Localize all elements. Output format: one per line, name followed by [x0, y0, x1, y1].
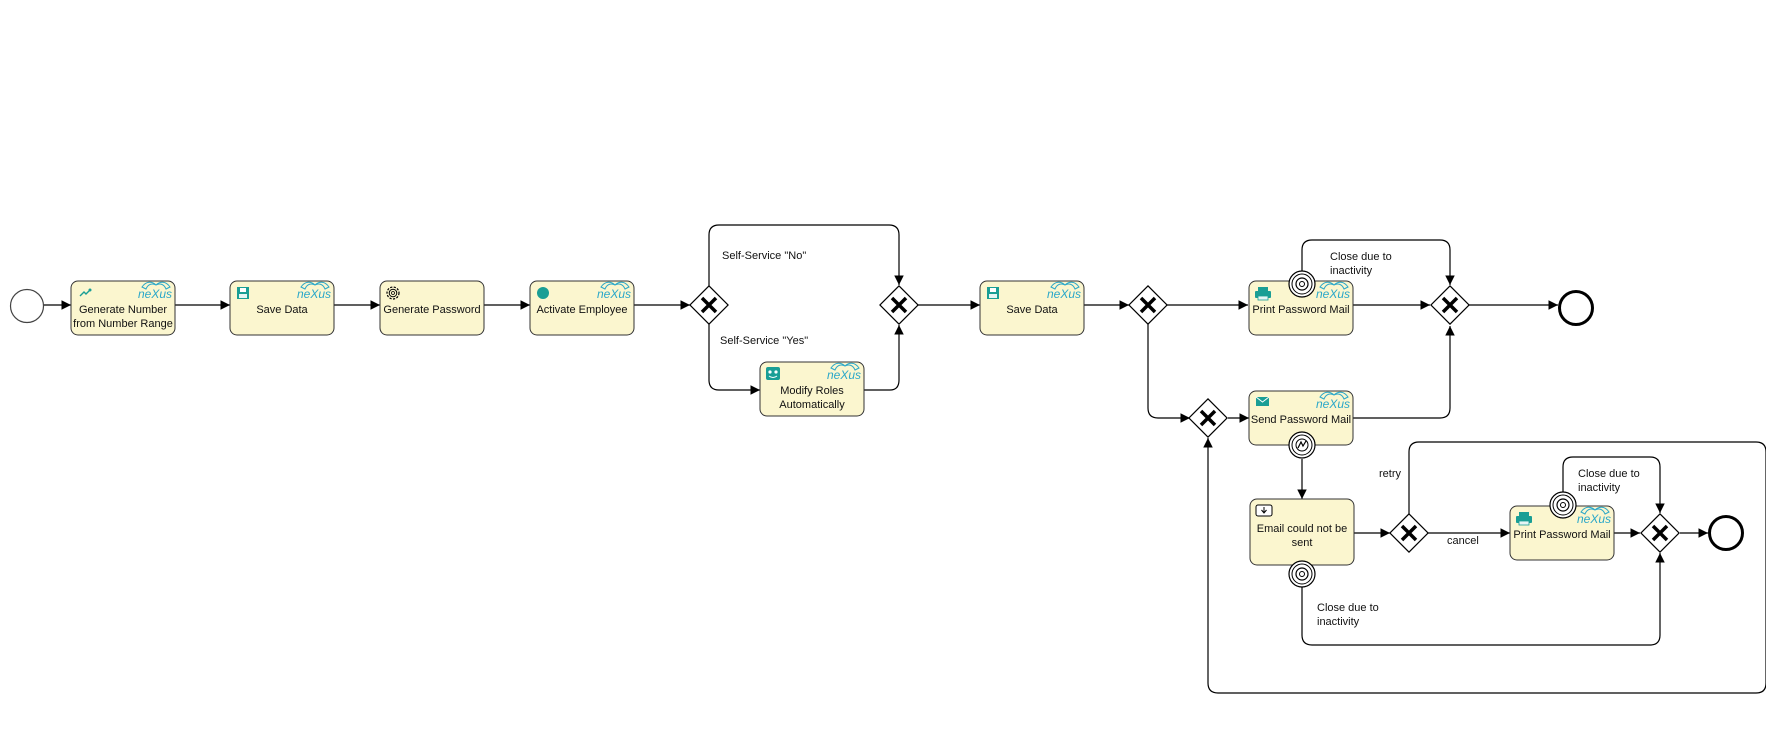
task-label-line1: Save Data — [1006, 304, 1058, 316]
task-label-line1: Send Password Mail — [1251, 414, 1351, 426]
printer-icon — [1255, 287, 1271, 301]
task-label-line1: Generate Password — [383, 304, 480, 316]
label-close-inactivity-1-line1: Close due to — [1330, 251, 1392, 263]
brand-logo: neXus — [138, 287, 172, 301]
end-event-error-path[interactable] — [1708, 515, 1744, 551]
timer-boundary-event-print-1[interactable] — [1288, 270, 1316, 298]
flow-self-service-no — [708, 224, 904, 286]
task-generate-number[interactable]: neXus Generate Number from Number Range — [70, 280, 176, 336]
flow-close-inactivity-2 — [1562, 456, 1665, 513]
task-label-line1: Print Password Mail — [1252, 304, 1349, 316]
task-activate-employee[interactable]: neXus Activate Employee — [529, 280, 635, 336]
task-label-line1: Print Password Mail — [1513, 529, 1610, 541]
task-label-line1: Generate Number — [79, 304, 167, 316]
label-cancel: cancel — [1447, 535, 1479, 547]
task-generate-password[interactable]: Generate Password — [379, 280, 485, 336]
gateway-retry-merge[interactable] — [1188, 398, 1228, 438]
gateways — [689, 285, 1680, 553]
user-task-icon — [1255, 504, 1273, 517]
start-event[interactable] — [9, 288, 45, 324]
task-label-line1: Save Data — [256, 304, 308, 316]
label-close-inactivity-2-line1: Close due to — [1578, 468, 1640, 480]
sequence-flows — [43, 224, 1766, 694]
task-label-line2: from Number Range — [73, 318, 173, 330]
timer-boundary-event-print-2[interactable] — [1549, 491, 1577, 519]
label-close-inactivity-2-line2: inactivity — [1578, 482, 1621, 494]
events — [9, 288, 1744, 551]
printer-icon — [1516, 512, 1532, 526]
clock-icon — [1295, 567, 1309, 581]
task-modify-roles[interactable]: neXus Modify Roles Automatically — [759, 361, 865, 417]
brand-logo: neXus — [827, 368, 861, 382]
task-label-line1: Email could not be — [1257, 523, 1348, 535]
end-event-main[interactable] — [1558, 290, 1594, 326]
flow-labels: Self-Service "No" Self-Service "Yes" Clo… — [720, 250, 1640, 628]
brand-logo: neXus — [1577, 512, 1611, 526]
label-close-inactivity-1-line2: inactivity — [1330, 265, 1373, 277]
flow-send-password-to-merge — [1353, 326, 1455, 419]
error-boundary-event-send-mail[interactable] — [1288, 431, 1316, 459]
gear-icon — [386, 286, 400, 300]
floppy-icon — [237, 287, 249, 299]
gateway-retry-cancel[interactable] — [1389, 513, 1429, 553]
label-self-service-yes: Self-Service "Yes" — [720, 335, 808, 347]
task-label-line2: Automatically — [779, 399, 845, 411]
task-save-data-1[interactable]: neXus Save Data — [229, 280, 335, 336]
flow-gateway-to-send-password — [1147, 324, 1190, 423]
clock-icon — [1556, 498, 1570, 512]
gateway-self-service-merge[interactable] — [879, 285, 919, 325]
clock-icon — [1295, 277, 1309, 291]
brand-logo: neXus — [297, 287, 331, 301]
floppy-icon — [987, 287, 999, 299]
label-close-inactivity-3-line1: Close due to — [1317, 602, 1379, 614]
flow-self-service-yes — [708, 324, 760, 395]
flow-close-inactivity-1 — [1301, 239, 1455, 285]
tasks: neXus Generate Number from Number Range … — [70, 280, 1615, 566]
task-label-line1: Modify Roles — [780, 385, 844, 397]
flow-close-inactivity-3 — [1301, 553, 1665, 646]
task-label-line1: Activate Employee — [536, 304, 627, 316]
label-self-service-no: Self-Service "No" — [722, 250, 806, 262]
brand-logo: neXus — [1316, 397, 1350, 411]
brand-logo: neXus — [597, 287, 631, 301]
task-email-could-not-be-sent[interactable]: Email could not be sent — [1249, 498, 1355, 566]
brand-logo: neXus — [1047, 287, 1081, 301]
flow-modify-roles-to-gateway — [864, 325, 904, 391]
task-print-password-mail-2[interactable]: neXus Print Password Mail — [1509, 505, 1615, 561]
flow-retry — [1203, 438, 1766, 694]
gateway-error-merge[interactable] — [1640, 513, 1680, 553]
task-print-password-mail-1[interactable]: neXus Print Password Mail — [1248, 280, 1354, 336]
task-send-password-mail[interactable]: neXus Send Password Mail — [1248, 390, 1354, 446]
label-retry: retry — [1379, 468, 1402, 480]
boundary-events — [1288, 270, 1577, 588]
script-icon — [79, 288, 92, 297]
task-save-data-2[interactable]: neXus Save Data — [979, 280, 1085, 336]
envelope-icon — [1255, 396, 1270, 406]
mask-icon — [766, 367, 780, 380]
gateway-self-service-split[interactable] — [689, 285, 729, 325]
brand-logo: neXus — [1316, 287, 1350, 301]
gateway-mail-merge[interactable] — [1430, 285, 1470, 325]
gateway-mail-split[interactable] — [1128, 285, 1168, 325]
label-close-inactivity-3-line2: inactivity — [1317, 616, 1360, 628]
task-label-line2: sent — [1292, 537, 1313, 549]
error-icon — [1295, 438, 1309, 452]
timer-boundary-event-email-failed[interactable] — [1288, 560, 1316, 588]
status-dot-icon — [537, 287, 549, 299]
